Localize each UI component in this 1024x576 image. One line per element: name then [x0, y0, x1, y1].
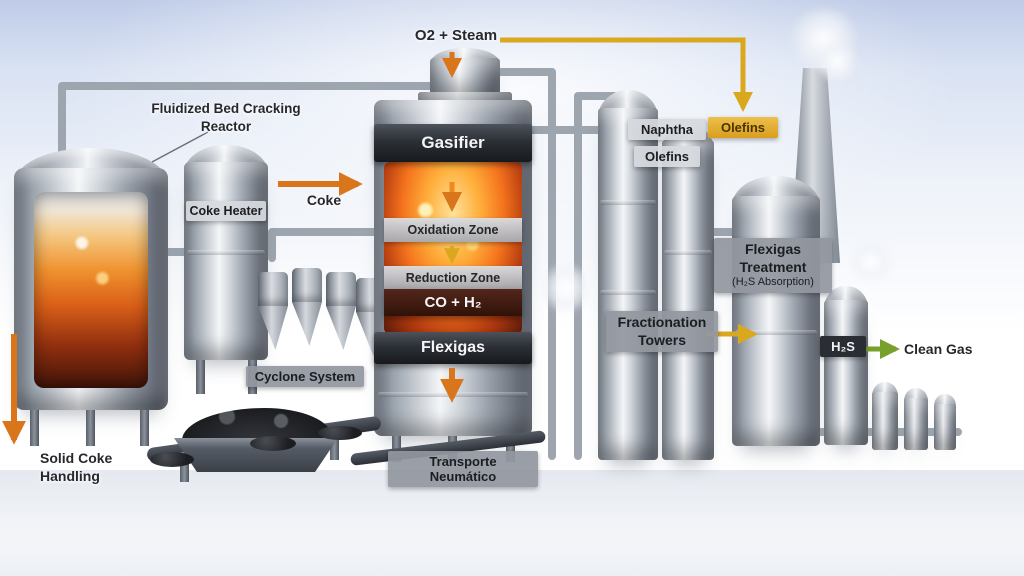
absorber-column [824, 300, 868, 445]
h2s-text: H₂S [831, 339, 855, 354]
flexigas-treatment-label: Flexigas Treatment (H₂S Absorption) [714, 238, 832, 293]
reactor-leg [86, 410, 95, 446]
treatment-line3: (H₂S Absorption) [732, 276, 814, 288]
tank-1 [872, 392, 898, 450]
olefins-product-label: Olefins [708, 117, 778, 138]
fluidized-bed-line1: Fluidized Bed Cracking [151, 101, 301, 116]
fractionation-line2: Towers [638, 331, 686, 348]
smoke-plume [812, 42, 862, 82]
treatment-vessel [732, 196, 820, 446]
fractionation-line1: Fractionation [617, 314, 707, 330]
reactor-cutaway-interior [34, 192, 148, 388]
gasifier-neck [430, 58, 500, 96]
cyclone-system-text: Cyclone System [254, 369, 356, 384]
flexigas-band: Flexigas [374, 332, 532, 364]
transporte-neumatico-text: Transporte Neumático [429, 454, 497, 484]
co-h2-band: CO + H₂ [384, 289, 522, 316]
olefins-tower-label: Olefins [634, 146, 700, 167]
cyclone-3 [326, 272, 356, 306]
gasifier-label: Gasifier [421, 133, 485, 152]
treatment-line2: Treatment [739, 258, 807, 275]
fluidized-bed-line2: Reactor [200, 118, 252, 134]
flexigas-label: Flexigas [420, 339, 486, 356]
reactor-leg [30, 410, 39, 446]
coke-heater-text: Coke Heater [189, 204, 263, 218]
coke-heater-vessel [184, 162, 268, 360]
olefins-product-text: Olefins [720, 120, 766, 135]
reduction-zone-label: Reduction Zone [405, 270, 501, 285]
smoke-plume [540, 262, 592, 314]
solid-coke-line1: Solid Coke [40, 450, 113, 466]
treatment-line1: Flexigas [744, 241, 802, 257]
cyclone-1 [258, 272, 288, 306]
weld-line [187, 250, 265, 255]
coke-heater-label: Coke Heater [186, 201, 266, 221]
transporte-neumatico-label: Transporte Neumático [388, 451, 538, 487]
clean-gas-text: Clean Gas [904, 341, 973, 357]
conveyor-leg [330, 430, 339, 460]
solid-coke-handling-label: Solid Coke Handling [40, 450, 150, 485]
naphtha-label: Naphtha [628, 119, 706, 140]
coke-lump [318, 426, 362, 440]
weld-line [600, 290, 656, 295]
reduction-zone-band: Reduction Zone [384, 266, 522, 289]
fluidized-bed-reactor-label: Fluidized Bed Cracking Reactor [136, 100, 316, 135]
tank-3-cap [934, 394, 956, 406]
o2-steam-text: O2 + Steam [414, 27, 498, 44]
cyclone-2 [292, 268, 322, 302]
coke-heater-leg [196, 360, 205, 394]
smoke-plume [848, 242, 894, 282]
h2s-label: H₂S [820, 336, 866, 357]
clean-gas-label: Clean Gas [904, 341, 984, 357]
coke-lump [150, 452, 194, 467]
fractionation-towers-label: Fractionation Towers [606, 311, 718, 352]
o2-steam-label: O2 + Steam [398, 27, 514, 44]
weld-line [664, 250, 712, 255]
coke-text: Coke [306, 192, 342, 208]
tank-2-cap [904, 388, 928, 401]
tank-2 [904, 398, 928, 450]
floor-reflection [0, 470, 1024, 576]
naphtha-text: Naphtha [641, 122, 693, 137]
co-h2-label: CO + H₂ [424, 294, 482, 311]
gasifier-leg [506, 436, 515, 462]
cyclone-system-label: Cyclone System [246, 366, 364, 387]
oxidation-zone-band: Oxidation Zone [384, 218, 522, 242]
olefins-tower-text: Olefins [644, 149, 690, 164]
weld-line [735, 330, 817, 335]
coke-lump [250, 436, 296, 451]
conveyor-leg [180, 452, 189, 482]
tower-2 [662, 140, 714, 460]
solid-coke-line2: Handling [40, 467, 100, 484]
tank-3 [934, 404, 956, 450]
weld-line [378, 392, 528, 397]
coke-label: Coke [298, 192, 350, 208]
reactor-leg [140, 410, 149, 446]
oxidation-zone-label: Oxidation Zone [407, 223, 499, 237]
weld-line [600, 200, 656, 205]
gasifier-title-band: Gasifier [374, 124, 532, 162]
